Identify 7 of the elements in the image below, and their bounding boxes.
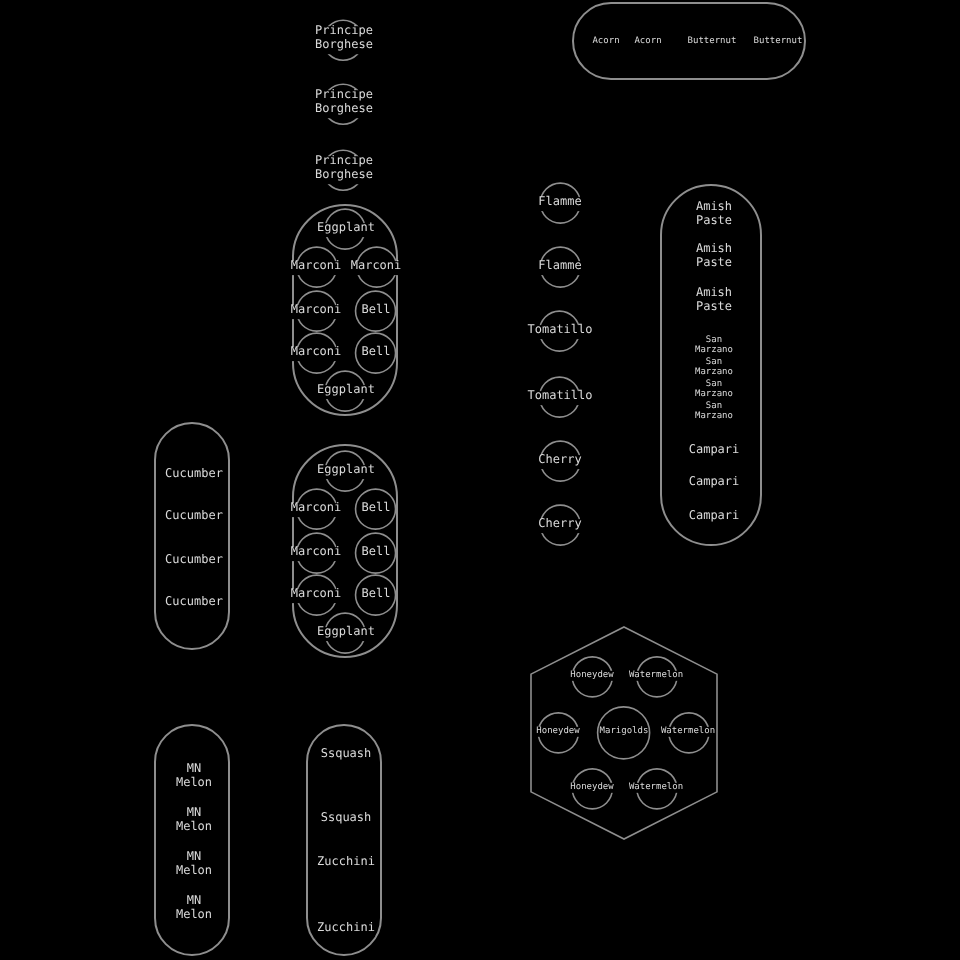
garden-bed bbox=[154, 724, 230, 956]
garden-bed bbox=[306, 724, 382, 956]
garden-bed bbox=[154, 422, 230, 650]
garden-bed bbox=[292, 204, 398, 416]
garden-bed bbox=[292, 444, 398, 658]
garden-bed bbox=[660, 184, 762, 546]
garden-bed bbox=[572, 2, 806, 80]
